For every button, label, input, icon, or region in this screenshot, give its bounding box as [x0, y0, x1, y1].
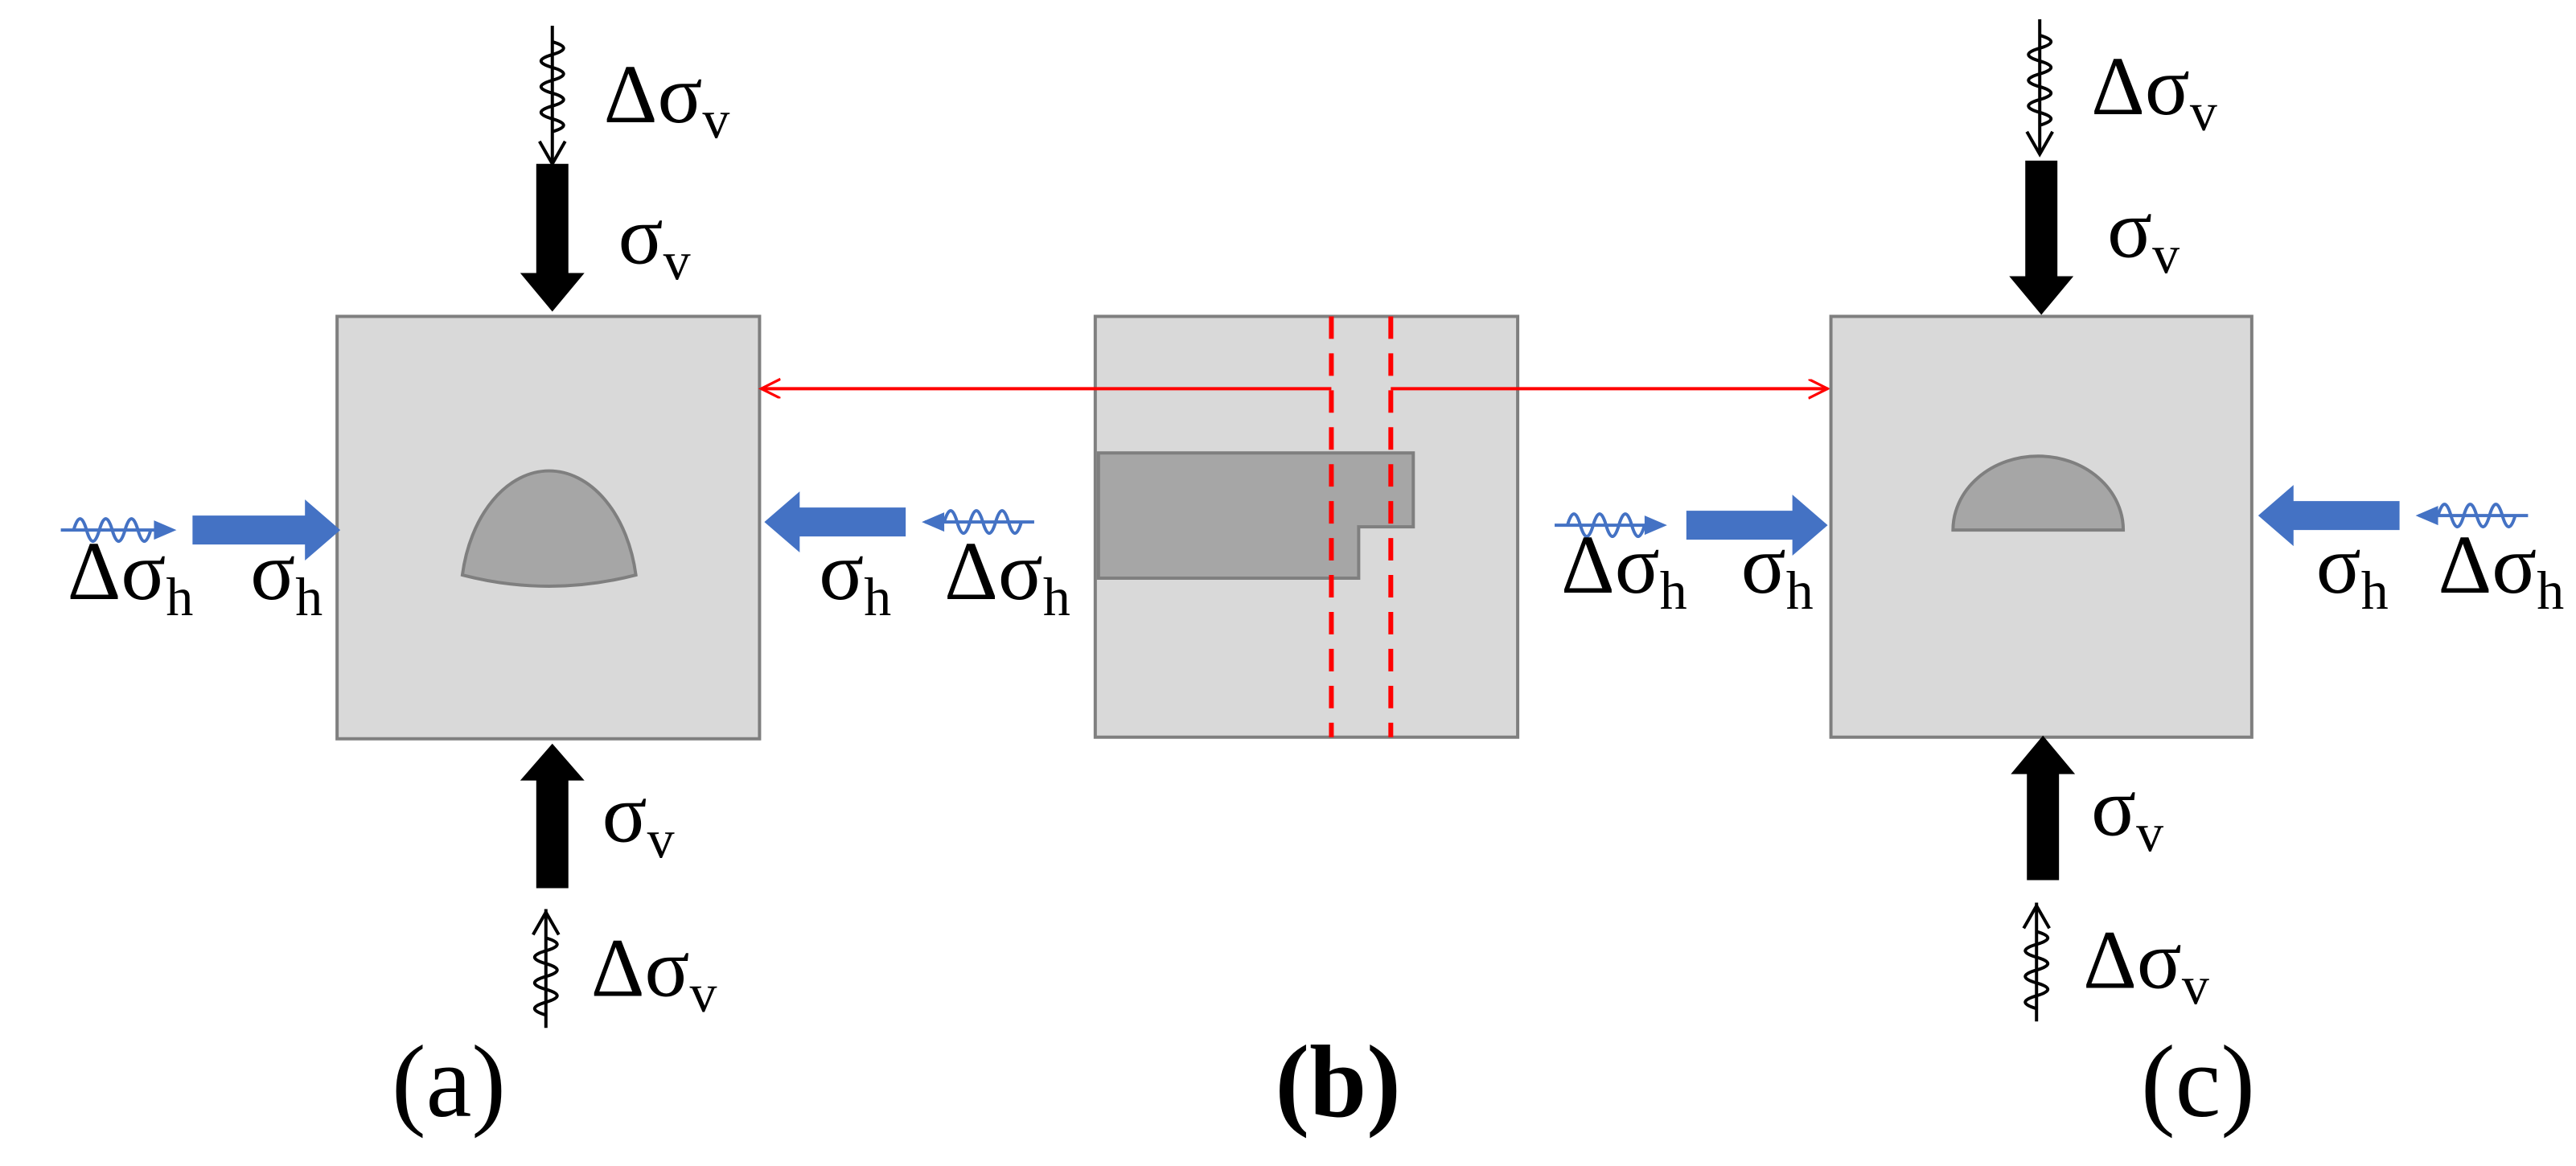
- delta-sigma-v-label-top-c: Δσv: [2091, 40, 2217, 142]
- sigma-v-label-top-a: σv: [618, 190, 691, 292]
- delta-sigma-h-label-right-a: Δσh: [944, 525, 1070, 627]
- sigma-v-label-bottom-c: σv: [2091, 762, 2163, 864]
- tunnel-opening-c: [1951, 454, 2126, 532]
- panel-c: Δσv σv σv Δσv Δσh σh σh Δσh (c): [1555, 18, 2565, 1139]
- sigma-h-label-right-c: σh: [2316, 519, 2389, 621]
- static-load-arrow-left-c: [1686, 495, 1828, 556]
- delta-sigma-h-label-left-a: Δσh: [68, 525, 194, 627]
- left-dynamic-wave-a: [60, 517, 177, 544]
- panel-b: (b): [1093, 314, 1520, 1139]
- sigma-v-label-bottom-a: σv: [602, 768, 675, 870]
- sigma-h-label-left-a: σh: [250, 525, 323, 627]
- sigma-v-label-top-c: σv: [2107, 183, 2180, 285]
- top-dynamic-wave-a: [538, 25, 567, 167]
- static-load-arrow-left-a: [192, 499, 341, 561]
- static-load-arrow-bottom-a: [520, 743, 585, 889]
- tunnel-longitudinal-profile: [1096, 451, 1415, 581]
- panel-label-a: (a): [392, 1024, 506, 1139]
- left-dynamic-wave-c: [1555, 512, 1667, 539]
- top-dynamic-wave-c: [2025, 18, 2054, 158]
- sigma-h-label-right-a: σh: [819, 525, 891, 627]
- delta-sigma-h-label-right-c: Δσh: [2438, 519, 2565, 621]
- bottom-dynamic-wave-a: [532, 909, 561, 1028]
- static-load-arrow-top-a: [520, 163, 585, 312]
- delta-sigma-v-label-bottom-c: Δσv: [2083, 914, 2209, 1016]
- panel-label-c: (c): [2141, 1024, 2255, 1139]
- tunnel-opening-a: [460, 469, 638, 588]
- delta-sigma-h-label-left-c: Δσh: [1561, 519, 1687, 621]
- delta-sigma-v-label-top-a: Δσv: [604, 48, 730, 150]
- right-dynamic-wave-c: [2415, 503, 2529, 529]
- right-dynamic-wave-a: [922, 509, 1034, 536]
- bottom-dynamic-wave-c: [2022, 902, 2051, 1022]
- sigma-h-label-left-c: σh: [1741, 519, 1814, 621]
- delta-sigma-v-label-bottom-a: Δσv: [591, 922, 717, 1024]
- static-load-arrow-top-c: [2009, 160, 2074, 315]
- static-load-arrow-right-a: [764, 491, 906, 553]
- static-load-arrow-bottom-c: [2011, 735, 2076, 881]
- panel-label-b: (b): [1276, 1024, 1401, 1139]
- panel-a: Δσv σv σv Δσv Δσh σh σh Δσh (a): [60, 25, 1070, 1139]
